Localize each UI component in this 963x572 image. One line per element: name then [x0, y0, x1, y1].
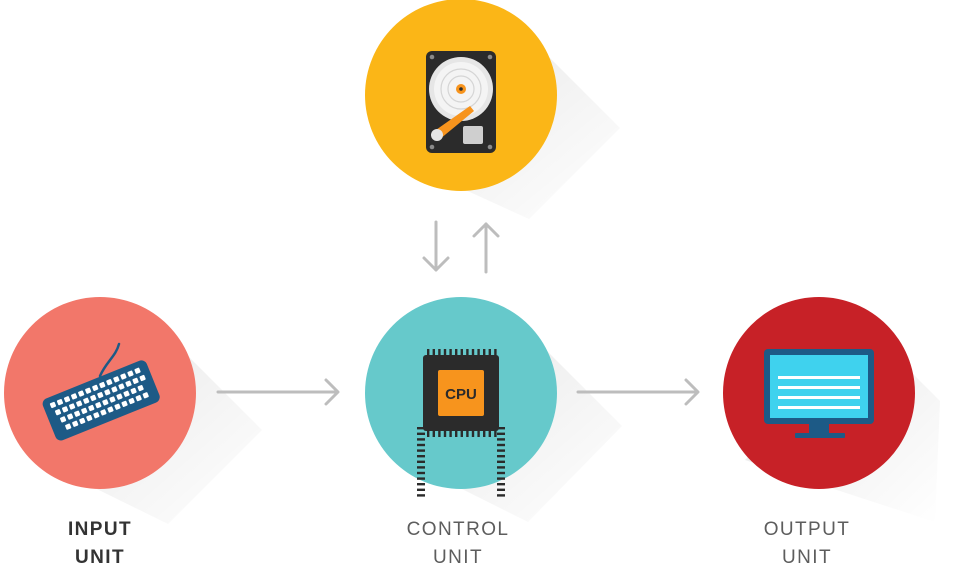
input-unit-label: INPUT UNIT — [0, 516, 200, 572]
cpu-icon: CPU — [417, 349, 505, 497]
control-node: CPU — [365, 297, 622, 522]
hard-drive-icon — [426, 51, 496, 153]
cpu-chip-text: CPU — [445, 386, 477, 403]
monitor-icon — [764, 349, 874, 438]
input-unit-label-line1: INPUT — [68, 519, 132, 540]
control-unit-label-line1: CONTROL — [406, 519, 510, 540]
output-unit-label: OUTPUT UNIT — [707, 516, 907, 572]
control-unit-label: CONTROL UNIT — [358, 516, 558, 572]
output-node — [723, 297, 940, 522]
storage-node — [365, 0, 620, 219]
output-unit-label-line2: UNIT — [782, 547, 832, 568]
edge-control-to-output — [576, 378, 700, 406]
edge-storage-to-control — [422, 220, 450, 272]
edge-input-to-control — [216, 378, 340, 406]
edge-control-to-storage — [472, 222, 500, 274]
keyboard-icon — [42, 342, 160, 441]
output-unit-label-line1: OUTPUT — [763, 519, 851, 540]
control-unit-label-line2: UNIT — [433, 547, 483, 568]
input-node — [4, 297, 262, 524]
input-unit-label-line2: UNIT — [75, 547, 125, 568]
